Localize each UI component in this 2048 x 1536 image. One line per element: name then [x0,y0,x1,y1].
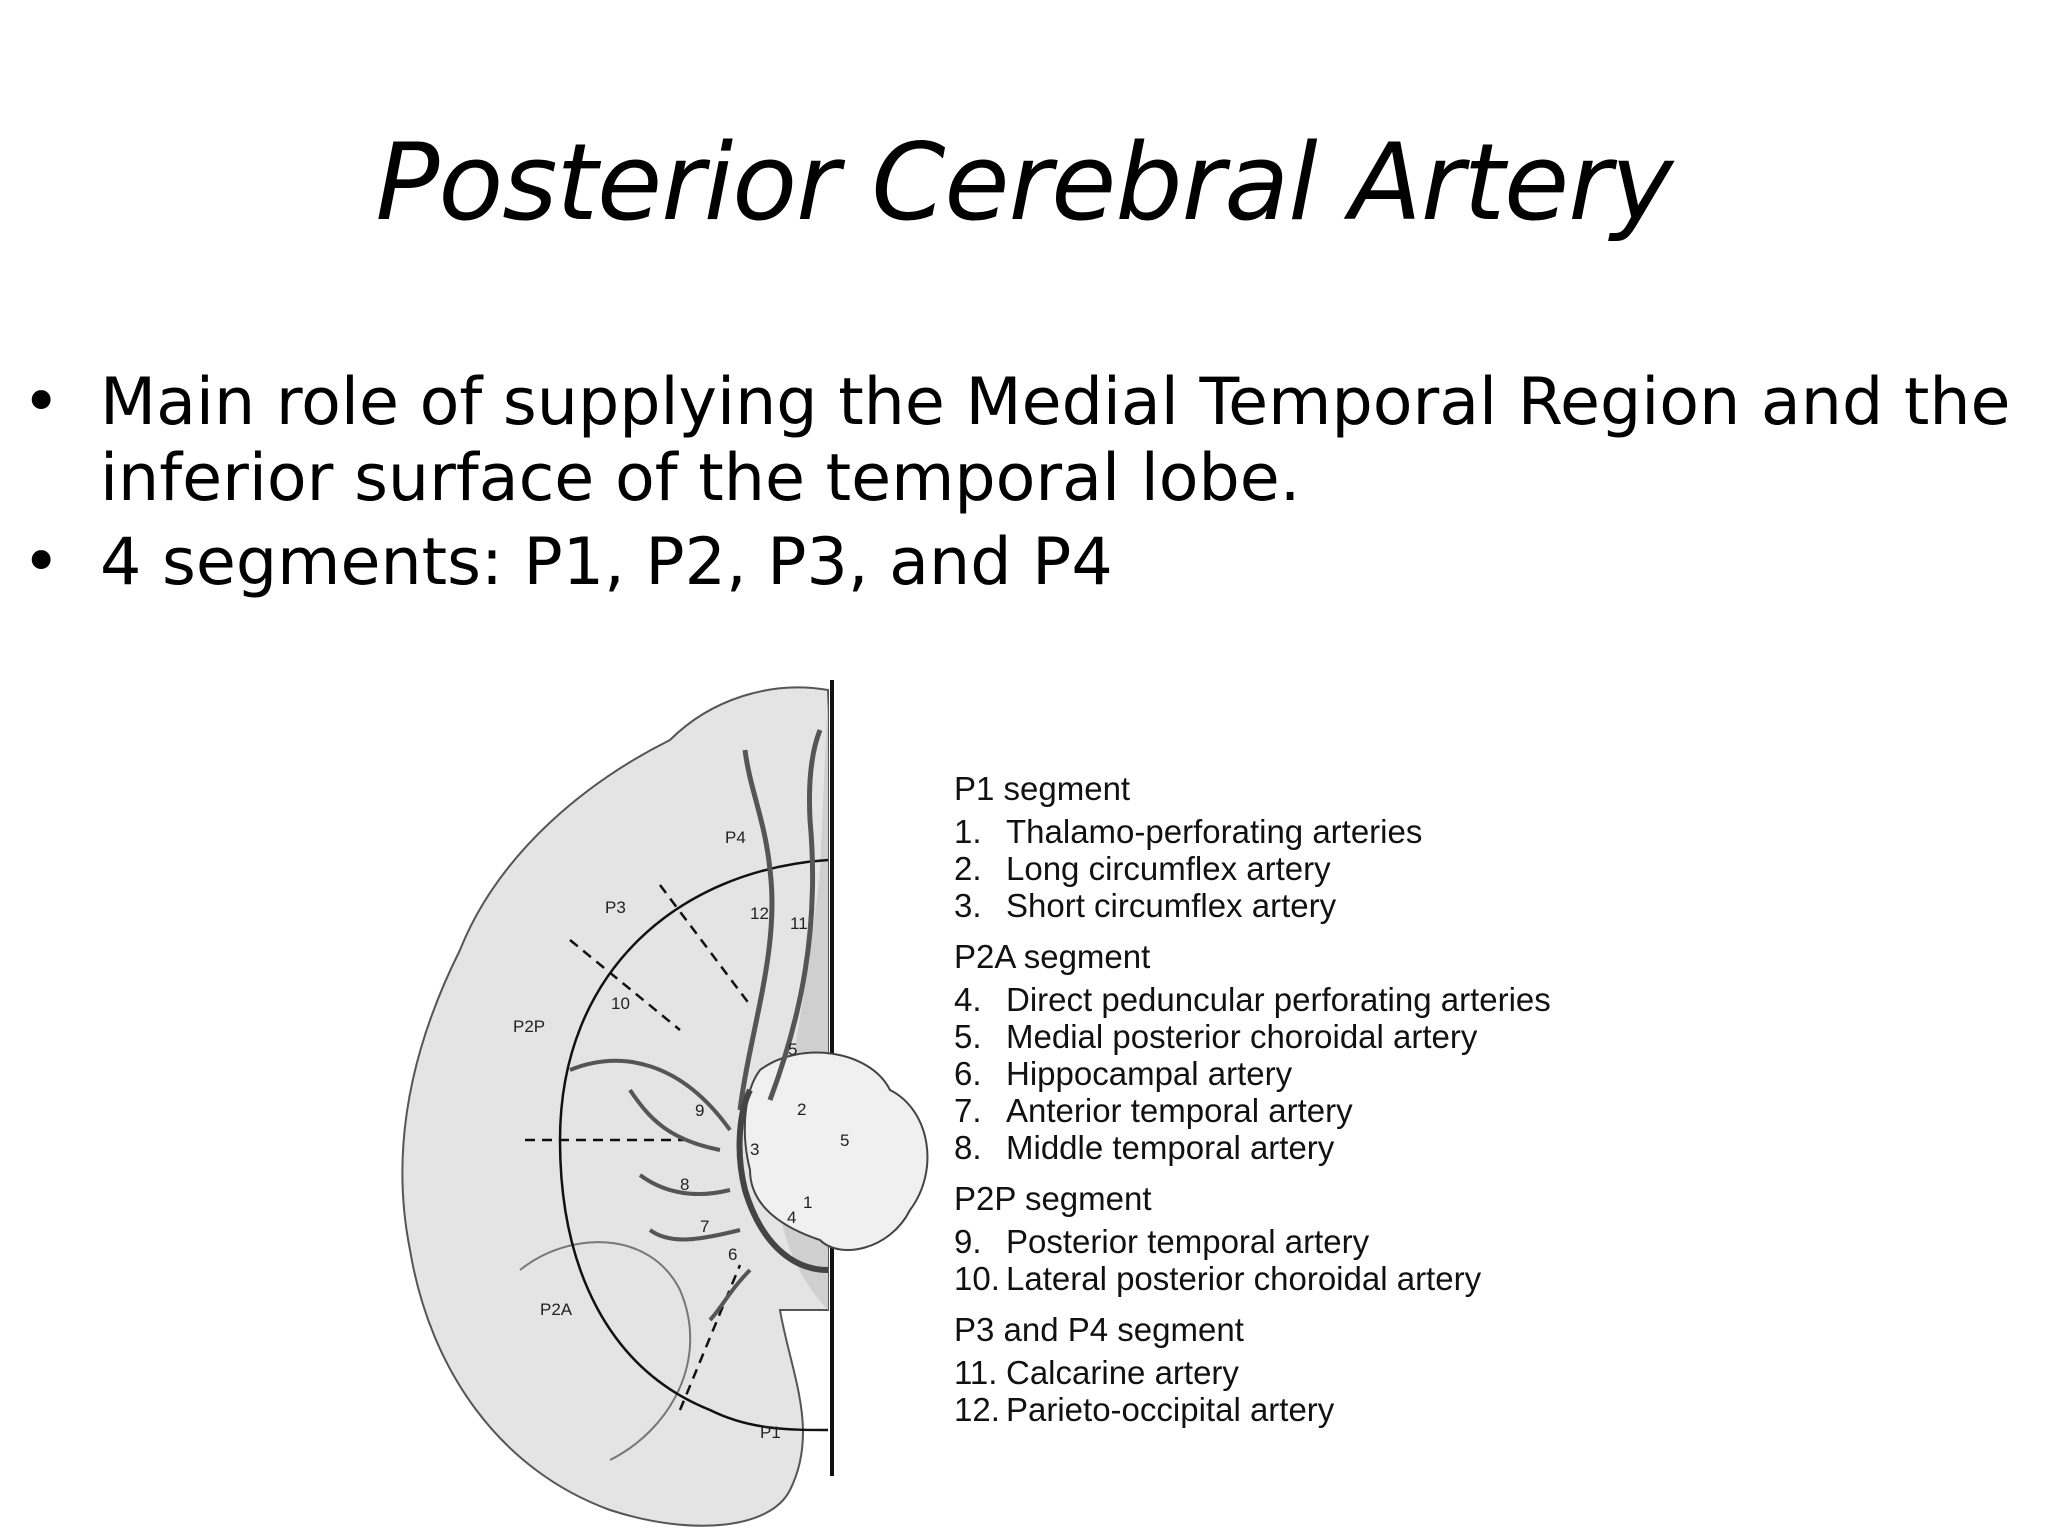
artery-12 [737,749,775,1111]
temporal-lobe-outline [401,686,829,1527]
legend-group-p3-p4: P3 and P4 segment 11.Calcarine artery 12… [954,1311,1551,1428]
legend-num: 12. [954,1391,1000,1428]
num-4: 4 [787,1208,796,1227]
p1-p2a-boundary [678,1264,742,1411]
legend-heading: P3 and P4 segment [954,1311,1244,1348]
legend-num: 11. [954,1354,998,1391]
artery-legend: P1 segment 1. Thalamo-perforating arterie… [954,770,1551,1442]
legend-heading: P1 segment [954,770,1131,807]
bullet-text: 4 segments: P1, P2, P3, and P4 [100,525,1113,600]
artery-6 [708,1268,752,1322]
slide-title: Posterior Cerebral Artery [375,121,1673,244]
legend-item: 11.Calcarine artery [954,1354,1551,1391]
legend-num: 3. [954,887,982,924]
bullet-text: Main role of supplying the Medial Tempor… [100,365,2011,516]
num-5b: 5 [840,1131,849,1150]
num-8: 8 [680,1175,689,1194]
legend-num: 4. [954,981,982,1018]
legend-item: 1. Thalamo-perforating arteries [954,813,1551,850]
legend-num: 10. [954,1260,1000,1297]
artery-10 [569,1058,732,1132]
num-9: 9 [695,1101,704,1120]
legend-item: 9. Posterior temporal artery [954,1223,1551,1260]
legend-item: 5. Medial posterior choroidal artery [954,1018,1551,1055]
legend-item: 12.Parieto-occipital artery [954,1391,1551,1428]
num-5a: 5 [788,1040,797,1059]
legend-group-p1: P1 segment 1. Thalamo-perforating arterie… [954,770,1551,924]
legend-text: Middle temporal artery [1006,1129,1335,1166]
legend-text: Posterior temporal artery [1006,1223,1370,1260]
segment-arc [558,858,829,1432]
legend-text: Medial posterior choroidal artery [1006,1018,1478,1055]
legend-text: Calcarine artery [1006,1354,1239,1391]
pca-diagram: P4 P3 P2P P2A P1 1 2 3 4 5 5 6 7 8 9 10 … [350,670,1650,1536]
p2p-p3-boundary [569,939,681,1031]
legend-item: 10.Lateral posterior choroidal artery [954,1260,1551,1297]
num-2: 2 [797,1100,806,1119]
legend-item: 3. Short circumflex artery [954,887,1551,924]
legend-num: 5. [954,1018,982,1055]
num-7: 7 [700,1217,709,1236]
legend-text: Parieto-occipital artery [1006,1391,1335,1428]
legend-item: 2. Long circumflex artery [954,850,1551,887]
bullet-item: • 4 segments: P1, P2, P3, and P4 [22,525,2032,601]
num-12: 12 [750,904,769,923]
legend-item: 6. Hippocampal artery [954,1055,1551,1092]
label-p4: P4 [725,828,746,847]
legend-text: Hippocampal artery [1006,1055,1293,1092]
legend-num: 9. [954,1223,982,1260]
legend-num: 8. [954,1129,982,1166]
legend-heading: P2P segment [954,1180,1152,1217]
label-p1: P1 [760,1423,781,1442]
num-1: 1 [803,1193,812,1212]
legend-item: 7. Anterior temporal artery [954,1092,1551,1129]
artery-9 [628,1088,721,1152]
brain-illustration: P4 P3 P2P P2A P1 1 2 3 4 5 5 6 7 8 9 10 … [401,680,929,1527]
bullet-glyph: • [22,525,61,600]
legend-group-p2a: P2A segment 4. Direct peduncular perforat… [954,938,1551,1166]
artery-7 [648,1228,741,1242]
legend-num: 6. [954,1055,982,1092]
label-p2p: P2P [513,1017,545,1036]
brainstem [743,1051,929,1251]
artery-11 [767,729,823,1101]
legend-group-p2p: P2P segment 9.Posterior temporal artery … [954,1180,1551,1297]
legend-text: Thalamo-perforating arteries [1006,813,1423,850]
legend-text: Direct peduncular perforating arteries [1006,981,1551,1018]
artery-8 [638,1173,731,1197]
legend-text: Anterior temporal artery [1006,1092,1353,1129]
num-3: 3 [750,1140,759,1159]
num-6: 6 [728,1245,737,1264]
legend-item: 8. Middle temporal artery [954,1129,1551,1166]
legend-num: 7. [954,1092,982,1129]
legend-num: 1. [954,813,982,850]
legend-num: 2. [954,850,982,887]
label-p2a: P2A [540,1300,573,1319]
num-10: 10 [611,994,630,1013]
legend-text: Short circumflex artery [1006,887,1337,924]
legend-text: Long circumflex artery [1006,850,1331,887]
legend-text: Lateral posterior choroidal artery [1006,1260,1482,1297]
label-p3: P3 [605,898,626,917]
bullet-item: • Main role of supplying the Medial Temp… [22,365,2032,517]
num-11: 11 [790,914,808,933]
bullet-list: • Main role of supplying the Medial Temp… [22,365,2032,609]
legend-heading: P2A segment [954,938,1151,975]
p3-p4-boundary [659,884,751,1006]
legend-item: 4. Direct peduncular perforating arteries [954,981,1551,1018]
pca-trunk [736,1088,829,1273]
bullet-glyph: • [22,365,61,440]
